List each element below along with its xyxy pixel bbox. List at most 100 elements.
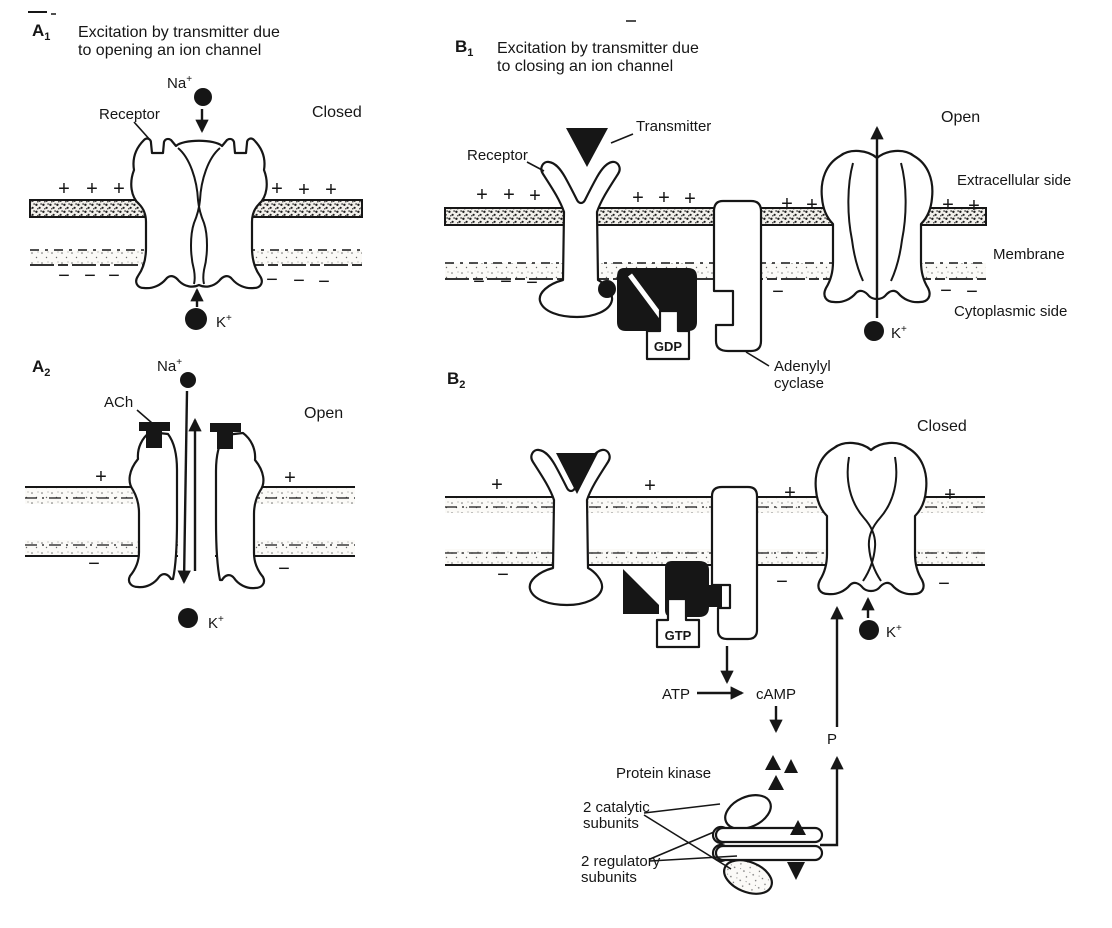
panel-title: to opening an ion channel [78,42,261,59]
charge-minus: − [84,265,96,287]
charge-symbols-a1: + + + + + + − − − − − − [58,178,337,293]
charge-plus: + [784,482,796,504]
ach-channel-right-subunit [214,431,266,590]
ach-molecule [139,422,170,448]
charge-plus: + [942,194,954,216]
adenylyl-cyclase [712,199,763,353]
regulatory-subunits-label: 2 regulatory [581,853,661,870]
receptor-label: Receptor [99,106,160,123]
charge-plus: + [95,466,107,488]
charge-plus: + [491,474,503,496]
regulatory-lead-line [649,855,738,862]
charge-minus: − [108,265,120,287]
channel-pore-right-edge [890,162,907,282]
gtp-box [655,597,701,649]
camp-molecule [787,862,805,880]
regulatory-subunit [714,826,824,844]
catalytic-lead-line [643,814,732,870]
charge-minus: − [88,553,100,575]
regulatory-subunit [714,844,824,862]
adenylyl-cyclase-label: Adenylyl [774,358,831,375]
panel-a1 [29,88,363,330]
kinase-to-p-arrow [820,755,844,847]
k-channel-closed [814,441,928,596]
k-ion-label: K+ [208,614,224,632]
channel-pore-left-edge [847,162,864,282]
state-label: Open [941,109,980,126]
adenylyl-lead-line [745,351,770,367]
charge-minus: − [278,558,290,580]
charge-symbols-b2: + + + + − − − [491,474,956,595]
charge-minus: − [318,271,330,293]
k-ion [185,308,207,330]
panel-b1 [444,125,987,367]
charge-minus: − [473,271,485,293]
panel-label-b1: B1 [455,37,473,59]
bound-transmitter-molecule [556,453,598,494]
g-protein-subunit [623,569,659,614]
na-influx-arrow [177,390,191,585]
charge-plus: + [476,184,488,206]
g-protein-highlight [627,273,665,320]
protein-kinase-label: Protein kinase [616,765,711,782]
camp-molecule [790,820,806,835]
k-ion [864,321,884,341]
charge-minus: − [266,269,278,291]
charge-minus: − [776,571,788,593]
catalytic-lead-line [643,803,721,814]
channel-gate-left [177,147,208,285]
panel-title: Excitation by transmitter due [497,40,699,57]
charge-plus: + [529,185,541,207]
k-ion-label: K+ [891,324,907,342]
charge-minus: − [293,270,305,292]
charge-plus: + [806,194,818,216]
catalytic-subunit [723,859,773,895]
charge-plus: + [658,187,670,209]
extracellular-side-label: Extracellular side [957,172,1071,189]
transmitter-lead-line [610,133,634,144]
charge-minus: − [497,564,509,586]
charge-minus: − [58,265,70,287]
panel-b2 [445,441,985,895]
regulatory-lead-line [649,831,715,860]
charge-plus: + [271,178,283,200]
ach-lead-line [136,409,153,424]
state-label: Open [304,405,343,422]
cytoplasmic-side-label: Cytoplasmic side [954,303,1067,320]
charge-plus: + [781,193,793,215]
ach-molecule [210,423,241,449]
charge-minus: − [526,272,538,294]
k-ion [859,620,879,640]
charge-plus: + [968,195,980,217]
ach-channel-left-subunit [127,430,179,589]
k-ion-label: K+ [886,623,902,641]
charge-plus: + [86,178,98,200]
transmitter-molecule [566,128,608,167]
atp-label: ATP [662,686,690,703]
k-ion-label: K+ [216,313,232,331]
adenylyl-cyclase [710,485,759,641]
charge-plus: + [503,184,515,206]
state-label: Closed [917,418,967,435]
ach-label: ACh [104,394,133,411]
adenylyl-cyclase-label: cyclase [774,375,824,392]
charge-minus: − [772,281,784,303]
g-protein-subunit [598,280,616,298]
ion-channel-closed [130,137,268,290]
channel-gate-right [867,456,898,582]
charge-plus: + [632,187,644,209]
charge-minus: − [940,280,952,302]
charge-plus: + [684,188,696,210]
catalytic-subunit [724,794,772,830]
state-label: Closed [312,104,362,121]
charge-plus: + [58,178,70,200]
charge-minus: − [500,271,512,293]
charge-minus: − [966,281,978,303]
membrane-label: Membrane [993,246,1065,263]
panel-a2 [25,372,355,628]
panel-title: to closing an ion channel [497,58,673,75]
receptor-lead-line [133,121,152,142]
charge-plus: + [944,484,956,506]
